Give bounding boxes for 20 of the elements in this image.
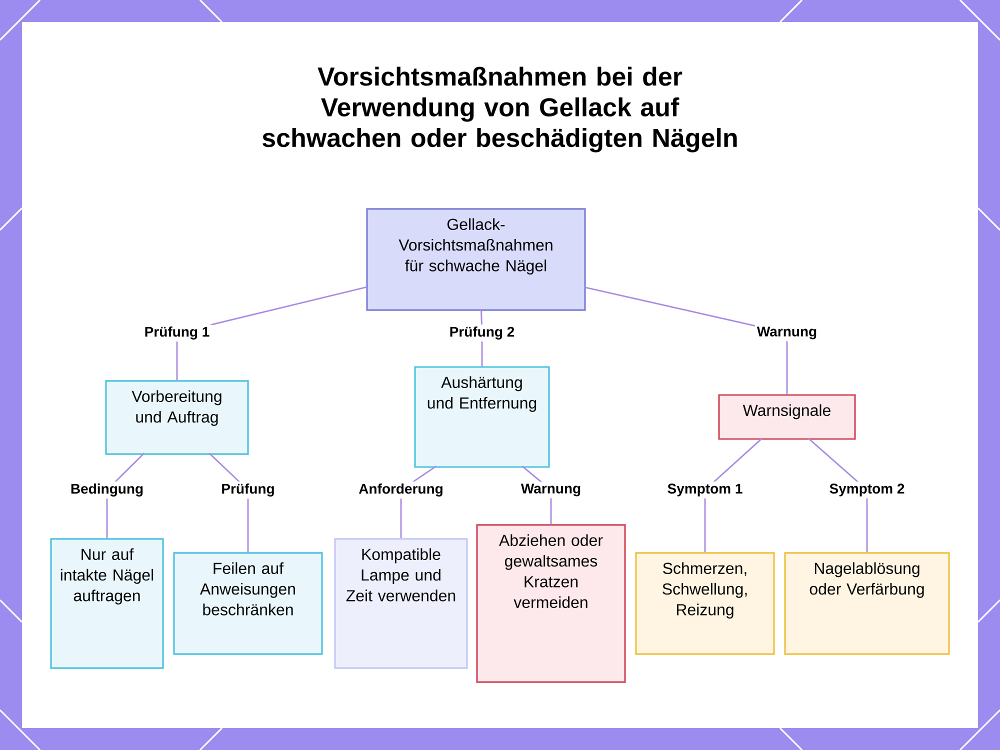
- edge-label: Warnung: [518, 482, 584, 498]
- edge-label: Symptom 2: [827, 482, 907, 498]
- process-box: Warnsignale: [718, 394, 856, 440]
- process-box: Schmerzen, Schwellung, Reizung: [635, 552, 775, 655]
- edge-label: Anforderung: [356, 481, 446, 499]
- edge-label: Prüfung 1: [142, 324, 212, 342]
- process-box: Gellack- Vorsichtsmaßnahmen für schwache Nägel: [366, 208, 586, 311]
- edge-label: Warnung: [754, 324, 820, 342]
- process-box: Nagelablösung oder Verfärbung: [784, 552, 950, 655]
- edge-label: Bedingung: [68, 481, 146, 499]
- edge-label: Prüfung: [219, 481, 277, 499]
- process-box: Aushärtung und Entfernung: [414, 366, 550, 468]
- edge-label: Symptom 1: [665, 482, 745, 498]
- process-box: Kompatible Lampe und Zeit verwenden: [334, 538, 468, 669]
- process-box: Feilen auf Anweisungen beschränken: [173, 552, 323, 655]
- process-box: Abziehen oder gewaltsames Kratzen vermeiden: [476, 524, 626, 683]
- process-box: Nur auf intakte Nägel auftragen: [50, 538, 164, 669]
- title: Vorsichtsmaßnahmen bei der Verwendung von Gellack auf schwachen oder beschädigten Nägeln: [262, 66, 737, 152]
- edge-label: Prüfung 2: [447, 324, 517, 342]
- process-box: Vorbereitung und Auftrag: [105, 380, 249, 455]
